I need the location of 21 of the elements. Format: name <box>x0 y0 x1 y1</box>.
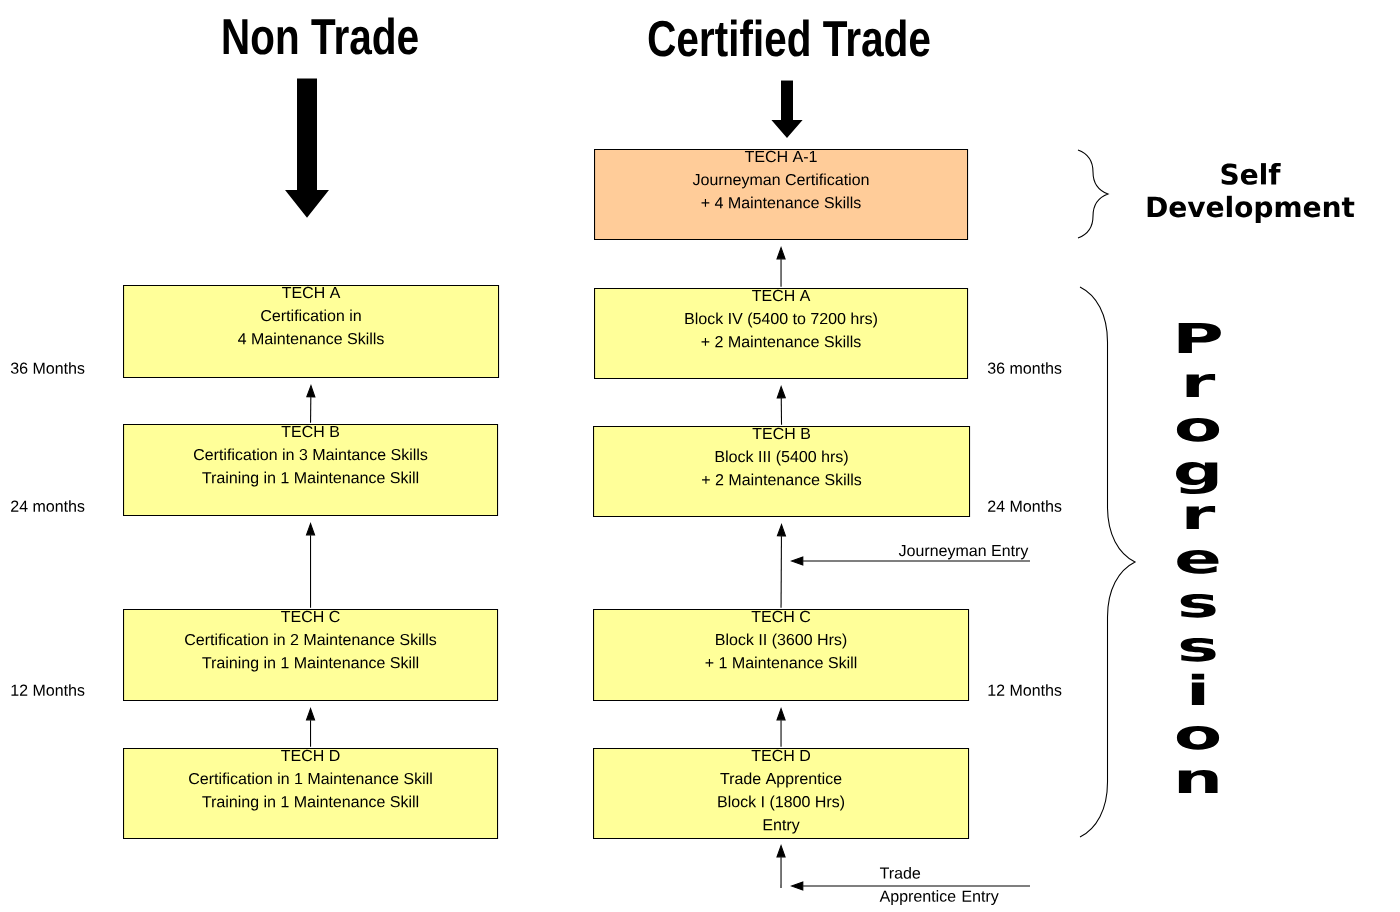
duration-label: 36 months <box>987 362 1062 374</box>
level-box: TECH A-1 Journeyman Certification + 4 Maintenance Skills <box>594 149 969 241</box>
level-box: TECH D Trade Apprentice Block I (1800 Hrs) Entry <box>593 748 970 840</box>
duration-label: 24 Months <box>988 500 1062 512</box>
level-box: TECH B Block III (5400 hrs) + 2 Maintenance Skills <box>593 426 971 518</box>
level-box: TECH B Certification in 3 Maintance Skills Training in 1 Maintenance Skill <box>123 424 499 517</box>
level-box: TECH C Block II (3600 Hrs) + 1 Maintenance Skill <box>593 609 970 702</box>
entry-label: Journeyman Entry <box>898 545 1029 560</box>
level-box: TECH A Block IV (5400 to 7200 hrs) + 2 Maintenance Skills <box>594 288 969 380</box>
duration-label: 12 Months <box>11 684 85 696</box>
duration-label: 12 Months <box>988 684 1062 696</box>
column-heading: Non Trade <box>223 17 418 55</box>
level-box: TECH A Certification in 4 Maintenance Skills <box>123 285 500 379</box>
column-heading: Certified Trade <box>648 19 930 57</box>
side-heading: Progression <box>1176 322 1221 794</box>
entry-label: Trade Apprentice Entry <box>879 867 999 905</box>
level-box: TECH D Certification in 1 Maintenance Skill Training in 1 Maintenance Skill <box>123 748 499 840</box>
duration-label: 36 Months <box>10 362 85 374</box>
duration-label: 24 months <box>11 500 85 512</box>
side-heading: Self Development <box>1147 163 1355 223</box>
level-box: TECH C Certification in 2 Maintenance Skills Training in 1 Maintenance Skill <box>123 609 499 702</box>
